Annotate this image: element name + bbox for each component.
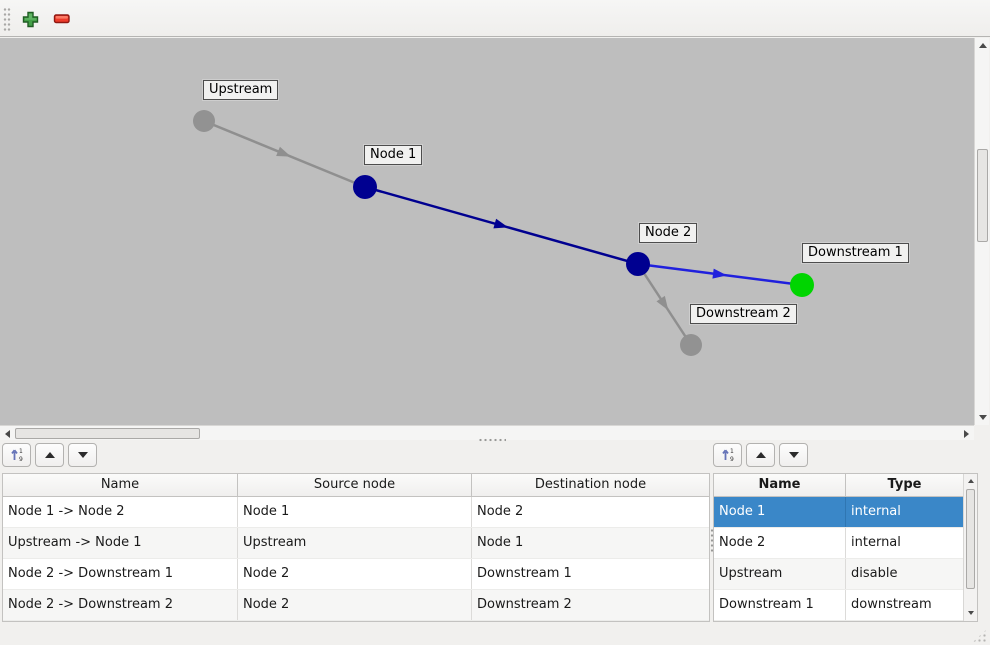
vertical-scrollbar-thumb[interactable] — [977, 149, 988, 242]
scroll-right-button[interactable] — [959, 426, 974, 441]
column-header-type[interactable]: Type — [887, 477, 922, 492]
nodes-sort-button[interactable]: 1 9 — [713, 443, 742, 467]
up-arrow-icon — [44, 452, 55, 458]
splitter-grip-icon — [710, 528, 714, 554]
graph-node-label[interactable]: Node 1 — [364, 145, 423, 165]
cell-name: Node 1 -> Node 2 — [3, 497, 238, 527]
cell-name: Node 2 -> Downstream 1 — [3, 559, 238, 589]
graph-node-label[interactable]: Downstream 2 — [690, 304, 797, 324]
scroll-down-button[interactable] — [975, 410, 990, 425]
edges-move-up-button[interactable] — [35, 443, 64, 467]
table-scrollbar-thumb[interactable] — [966, 489, 975, 589]
cell-type: downstream — [851, 597, 932, 612]
cell-name: Upstream -> Node 1 — [3, 528, 238, 558]
column-header-destination-node[interactable]: Destination node — [534, 477, 647, 492]
cell-name: Node 1 — [714, 497, 846, 527]
graph-node-node-1[interactable] — [353, 175, 377, 199]
splitter-grip-icon — [478, 438, 506, 442]
edge-arrow-icon — [276, 146, 291, 157]
cell-name: Downstream 1 — [714, 590, 846, 620]
edges-table-header: Name Source node Destination node — [3, 474, 709, 497]
cell-destination: Node 2 — [477, 504, 524, 519]
canvas-horizontal-scrollbar[interactable] — [0, 425, 974, 440]
edge-arrow-icon — [656, 295, 669, 311]
minus-icon — [53, 14, 70, 24]
graph-node-downstream-2[interactable] — [680, 334, 702, 356]
horizontal-scrollbar-thumb[interactable] — [15, 428, 200, 439]
graph-node-label[interactable]: Downstream 1 — [802, 243, 909, 263]
nodes-table-row[interactable]: Upstream disable — [714, 559, 963, 590]
nodes-table-row[interactable]: Node 2 internal — [714, 528, 963, 559]
cell-source: Node 1 — [238, 497, 472, 527]
column-header-name[interactable]: Name — [714, 474, 846, 496]
nodes-table-scrollbar[interactable] — [963, 474, 977, 621]
vertical-splitter[interactable] — [709, 443, 715, 622]
svg-text:1: 1 — [19, 448, 23, 455]
main-toolbar — [0, 0, 990, 37]
graph-node-label[interactable]: Node 2 — [639, 223, 698, 243]
cell-type: disable — [851, 566, 898, 581]
sort-ascending-icon: 1 9 — [721, 448, 734, 463]
edge-arrow-icon — [493, 218, 509, 229]
edges-move-down-button[interactable] — [68, 443, 97, 467]
down-arrow-icon — [77, 452, 88, 458]
scroll-up-button[interactable] — [964, 474, 977, 488]
scrollbar-corner — [974, 425, 990, 440]
cell-name: Upstream — [714, 559, 846, 589]
cell-source: Node 2 — [238, 590, 472, 620]
cell-destination: Node 1 — [477, 535, 524, 550]
cell-type: internal — [851, 504, 901, 519]
nodes-table-row[interactable]: Downstream 1 downstream — [714, 590, 963, 621]
nodes-move-down-button[interactable] — [779, 443, 808, 467]
column-header-name[interactable]: Name — [3, 474, 238, 496]
toolbar-drag-handle[interactable] — [3, 7, 11, 31]
edge-arrow-icon — [712, 268, 727, 279]
nodes-table-header: Name Type — [714, 474, 963, 497]
cell-source: Upstream — [238, 528, 472, 558]
sort-ascending-icon: 1 9 — [10, 448, 23, 463]
nodes-table-row[interactable]: Node 1 internal — [714, 497, 963, 528]
plus-icon — [22, 11, 38, 27]
graph-node-label[interactable]: Upstream — [203, 80, 279, 100]
scroll-down-button[interactable] — [964, 606, 977, 620]
cell-destination: Downstream 1 — [477, 566, 572, 581]
graph-node-downstream-1[interactable] — [790, 273, 814, 297]
column-header-source-node[interactable]: Source node — [238, 474, 472, 496]
remove-node-button[interactable] — [50, 7, 74, 31]
edges-table: Name Source node Destination node Node 1… — [2, 473, 710, 622]
cell-name: Node 2 -> Downstream 2 — [3, 590, 238, 620]
scroll-left-button[interactable] — [0, 426, 15, 441]
window-resize-grip[interactable] — [972, 628, 988, 643]
cell-type: internal — [851, 535, 901, 550]
horizontal-splitter[interactable] — [0, 437, 990, 443]
down-arrow-icon — [788, 452, 799, 458]
cell-destination: Downstream 2 — [477, 597, 572, 612]
cell-name: Node 2 — [714, 528, 846, 558]
cell-source: Node 2 — [238, 559, 472, 589]
svg-text:9: 9 — [19, 456, 23, 463]
canvas-vertical-scrollbar[interactable] — [974, 38, 989, 425]
graph-node-node-2[interactable] — [626, 252, 650, 276]
svg-text:9: 9 — [730, 456, 734, 463]
edges-sort-button[interactable]: 1 9 — [2, 443, 31, 467]
scroll-up-button[interactable] — [975, 38, 990, 53]
add-node-button[interactable] — [18, 7, 42, 31]
graph-svg — [193, 110, 814, 356]
graph-node-upstream[interactable] — [193, 110, 215, 132]
up-arrow-icon — [755, 452, 766, 458]
svg-text:1: 1 — [730, 448, 734, 455]
nodes-move-up-button[interactable] — [746, 443, 775, 467]
